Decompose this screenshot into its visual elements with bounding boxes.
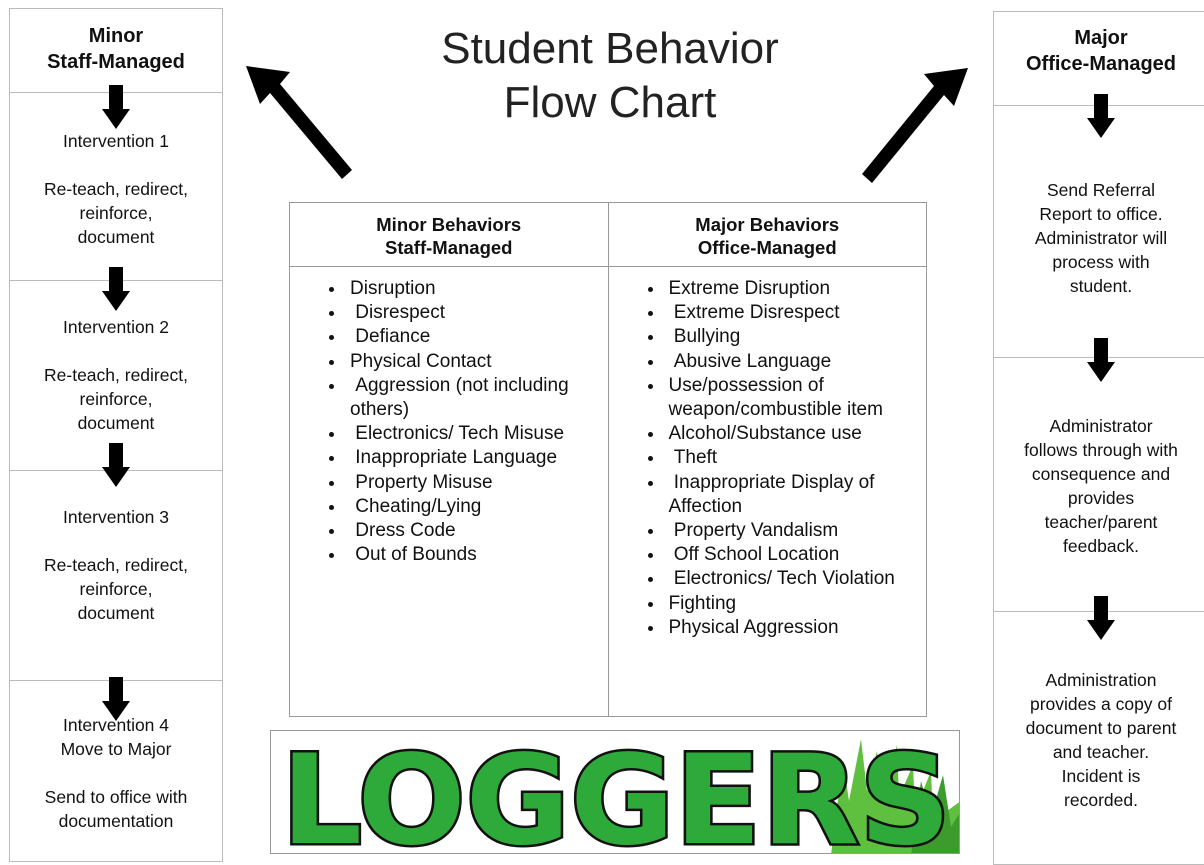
step-text: Intervention 3 Re-teach, redirect, reinf…: [44, 507, 188, 623]
up-right-arrow-icon: [862, 68, 968, 183]
step-text: Send Referral Report to office. Administ…: [1034, 180, 1168, 296]
step-text: Intervention 2 Re-teach, redirect, reinf…: [44, 317, 188, 433]
behavior-item: Aggression (not including others): [346, 374, 608, 422]
minor-behaviors-list: Disruption Disrespect DefiancePhysical C…: [290, 277, 608, 567]
major-behaviors-column: Major Behaviors Office-Managed Extreme D…: [607, 203, 927, 716]
step-text: Intervention 4 Move to Major Send to off…: [44, 715, 188, 831]
behavior-item: Physical Contact: [346, 350, 608, 374]
behavior-item: Inappropriate Language: [346, 446, 608, 470]
step-box: Intervention 3 Re-teach, redirect, reinf…: [10, 443, 222, 681]
behaviors-table: Minor Behaviors Staff-Managed Disruption…: [289, 202, 927, 717]
behavior-item: Electronics/ Tech Misuse: [346, 422, 608, 446]
behavior-item: Defiance: [346, 325, 608, 349]
step-box: Administrator follows through with conse…: [994, 338, 1204, 612]
down-arrow-icon: [102, 85, 130, 129]
behavior-item: Extreme Disruption: [665, 277, 927, 301]
behavior-item: Use/possession of weapon/combustible ite…: [665, 374, 927, 422]
behavior-item: Inappropriate Display of Affection: [665, 471, 927, 519]
behavior-item: Theft: [665, 446, 927, 470]
down-arrow-icon: [1087, 94, 1115, 138]
major-behaviors-header: Major Behaviors Office-Managed: [608, 203, 926, 267]
logo-text: LOGGERS: [281, 731, 951, 854]
step-box: Send Referral Report to office. Administ…: [994, 94, 1204, 358]
major-header: Major Office-Managed: [994, 12, 1204, 106]
behavior-item: Disrespect: [346, 301, 608, 325]
behavior-item: Alcohol/Substance use: [665, 422, 927, 446]
title-line-1: Student Behavior: [441, 24, 779, 73]
step-text: Administration provides a copy of docume…: [1025, 670, 1177, 810]
up-left-arrow-icon: [246, 66, 352, 179]
logo-image: LOGGERS: [279, 731, 959, 854]
step-box: Intervention 2 Re-teach, redirect, reinf…: [10, 267, 222, 471]
title-line-2: Flow Chart: [503, 78, 717, 127]
behavior-item: Dress Code: [346, 519, 608, 543]
minor-behaviors-column: Minor Behaviors Staff-Managed Disruption…: [290, 203, 608, 716]
behavior-item: Property Misuse: [346, 471, 608, 495]
page-title: Student Behavior Flow Chart: [360, 22, 860, 130]
minor-header: Minor Staff-Managed: [10, 9, 222, 93]
behavior-item: Bullying: [665, 325, 927, 349]
step-box: Intervention 1 Re-teach, redirect, reinf…: [10, 85, 222, 281]
behavior-item: Electronics/ Tech Violation: [665, 567, 927, 591]
step-text: Administrator follows through with conse…: [1024, 416, 1178, 556]
behavior-item: Physical Aggression: [665, 616, 927, 640]
major-column: Major Office-Managed Send Referral Repor…: [993, 11, 1204, 865]
behavior-item: Extreme Disrespect: [665, 301, 927, 325]
down-arrow-icon: [102, 267, 130, 311]
down-arrow-icon: [1087, 338, 1115, 382]
minor-behaviors-header: Minor Behaviors Staff-Managed: [290, 203, 608, 267]
behavior-item: Cheating/Lying: [346, 495, 608, 519]
loggers-logo: LOGGERS: [270, 730, 960, 854]
behavior-item: Off School Location: [665, 543, 927, 567]
step-text: Intervention 1 Re-teach, redirect, reinf…: [44, 131, 188, 247]
major-behaviors-list: Extreme Disruption Extreme Disrespect Bu…: [609, 277, 927, 640]
down-arrow-icon: [1087, 596, 1115, 640]
behavior-item: Disruption: [346, 277, 608, 301]
behavior-item: Abusive Language: [665, 350, 927, 374]
step-box: Administration provides a copy of docume…: [994, 596, 1204, 864]
behavior-item: Property Vandalism: [665, 519, 927, 543]
down-arrow-icon: [102, 443, 130, 487]
down-arrow-icon: [102, 677, 130, 721]
minor-column: Minor Staff-Managed Intervention 1 Re-te…: [9, 8, 223, 862]
behavior-item: Out of Bounds: [346, 543, 608, 567]
behavior-item: Fighting: [665, 592, 927, 616]
step-box: Intervention 4 Move to Major Send to off…: [10, 677, 222, 859]
